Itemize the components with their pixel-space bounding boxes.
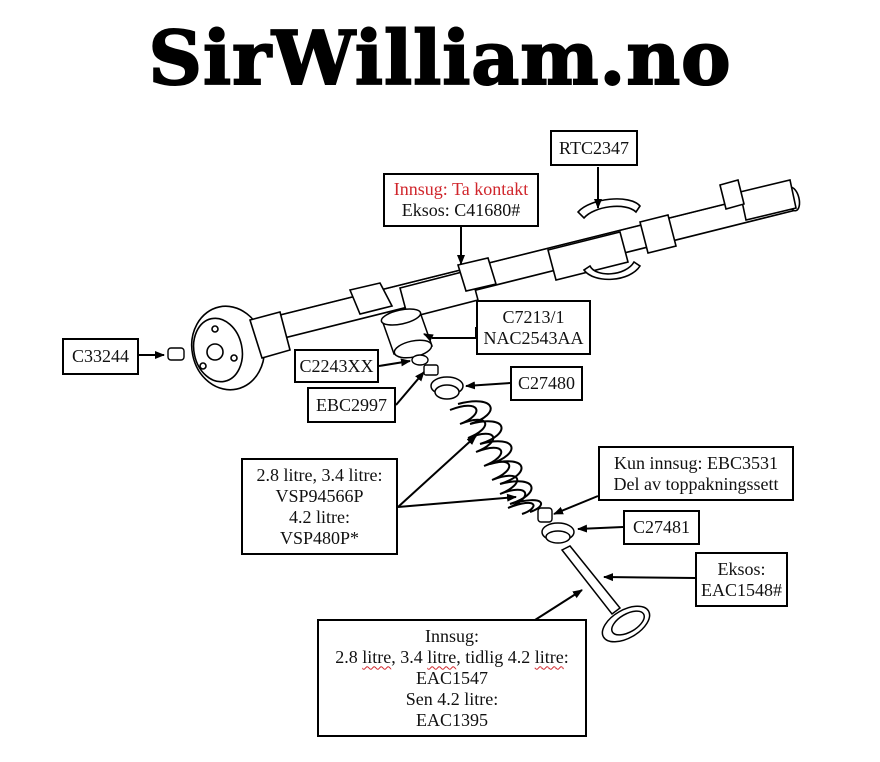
label-c27480-text: C27480 — [518, 373, 576, 393]
label-stem-seal-1: Kun innsug: EBC3531 — [613, 452, 778, 473]
label-c33244-text: C33244 — [71, 346, 129, 366]
camshaft — [190, 179, 801, 391]
label-c2243xx-text: C2243XX — [299, 355, 374, 376]
intake-part-e: , tidlig 4.2 — [456, 646, 535, 667]
intake-part-f: litre — [534, 646, 564, 667]
label-stem-seal-2: Del av toppakningssett — [613, 473, 779, 494]
label-camshaft: Innsug: Ta kontakt Eksos: C41680# — [383, 173, 539, 227]
valve-springs — [449, 400, 542, 515]
label-c2243xx: C2243XX — [294, 349, 379, 383]
stem-seal — [537, 507, 553, 523]
intake-part-c: , 3.4 — [391, 646, 428, 667]
label-springs-4: VSP480P* — [279, 527, 360, 548]
intake-part-d: litre — [427, 646, 457, 667]
label-springs-2: VSP94566P — [275, 485, 364, 506]
label-intake-valve-3: EAC1547 — [416, 667, 488, 688]
label-c27481: C27481 — [623, 510, 700, 545]
label-c33244: C33244 — [62, 338, 139, 375]
intake-part-g: : — [563, 646, 569, 667]
spring-seat — [541, 522, 575, 544]
label-exhaust-valve: Eksos: EAC1548# — [695, 552, 788, 607]
label-tappet: C7213/1 NAC2543AA — [476, 300, 591, 355]
intake-part-b: litre — [362, 646, 392, 667]
label-camshaft-exhaust: Eksos: C41680# — [401, 200, 521, 220]
label-springs: 2.8 litre, 3.4 litre: VSP94566P 4.2 litr… — [241, 458, 398, 555]
label-intake-valve: Innsug: 2.8 litre, 3.4 litre, tidlig 4.2… — [317, 619, 587, 737]
label-springs-3: 4.2 litre: — [289, 506, 350, 527]
label-c27480: C27480 — [510, 366, 583, 401]
label-rtc2347: RTC2347 — [550, 130, 638, 166]
label-intake-valve-5: EAC1395 — [416, 709, 488, 730]
label-intake-valve-4: Sen 4.2 litre: — [405, 688, 499, 709]
label-ebc2997-text: EBC2997 — [315, 394, 387, 415]
spring-retainer — [430, 376, 464, 400]
dowel-pin — [167, 347, 185, 361]
label-exhaust-valve-1: Eksos: — [717, 558, 766, 579]
label-intake-valve-1: Innsug: — [425, 625, 479, 646]
site-title: SirWilliam.no — [148, 16, 732, 102]
label-camshaft-intake: Innsug: Ta kontakt — [393, 179, 529, 199]
label-exhaust-valve-2: EAC1548# — [701, 579, 782, 600]
label-springs-1: 2.8 litre, 3.4 litre: — [256, 464, 383, 485]
label-rtc2347-text: RTC2347 — [559, 137, 629, 158]
shim-collets — [411, 354, 439, 376]
label-tappet-1: C7213/1 — [502, 306, 565, 327]
tappet-bucket — [380, 308, 433, 359]
label-ebc2997: EBC2997 — [307, 387, 396, 423]
valve — [560, 545, 651, 643]
label-intake-valve-2: 2.8 litre, 3.4 litre, tidlig 4.2 litre: — [335, 647, 569, 668]
label-c27481-text: C27481 — [632, 517, 690, 537]
intake-part-a: 2.8 — [335, 646, 363, 667]
label-tappet-2: NAC2543AA — [483, 327, 584, 348]
label-stem-seal: Kun innsug: EBC3531 Del av toppakningsse… — [598, 446, 794, 501]
